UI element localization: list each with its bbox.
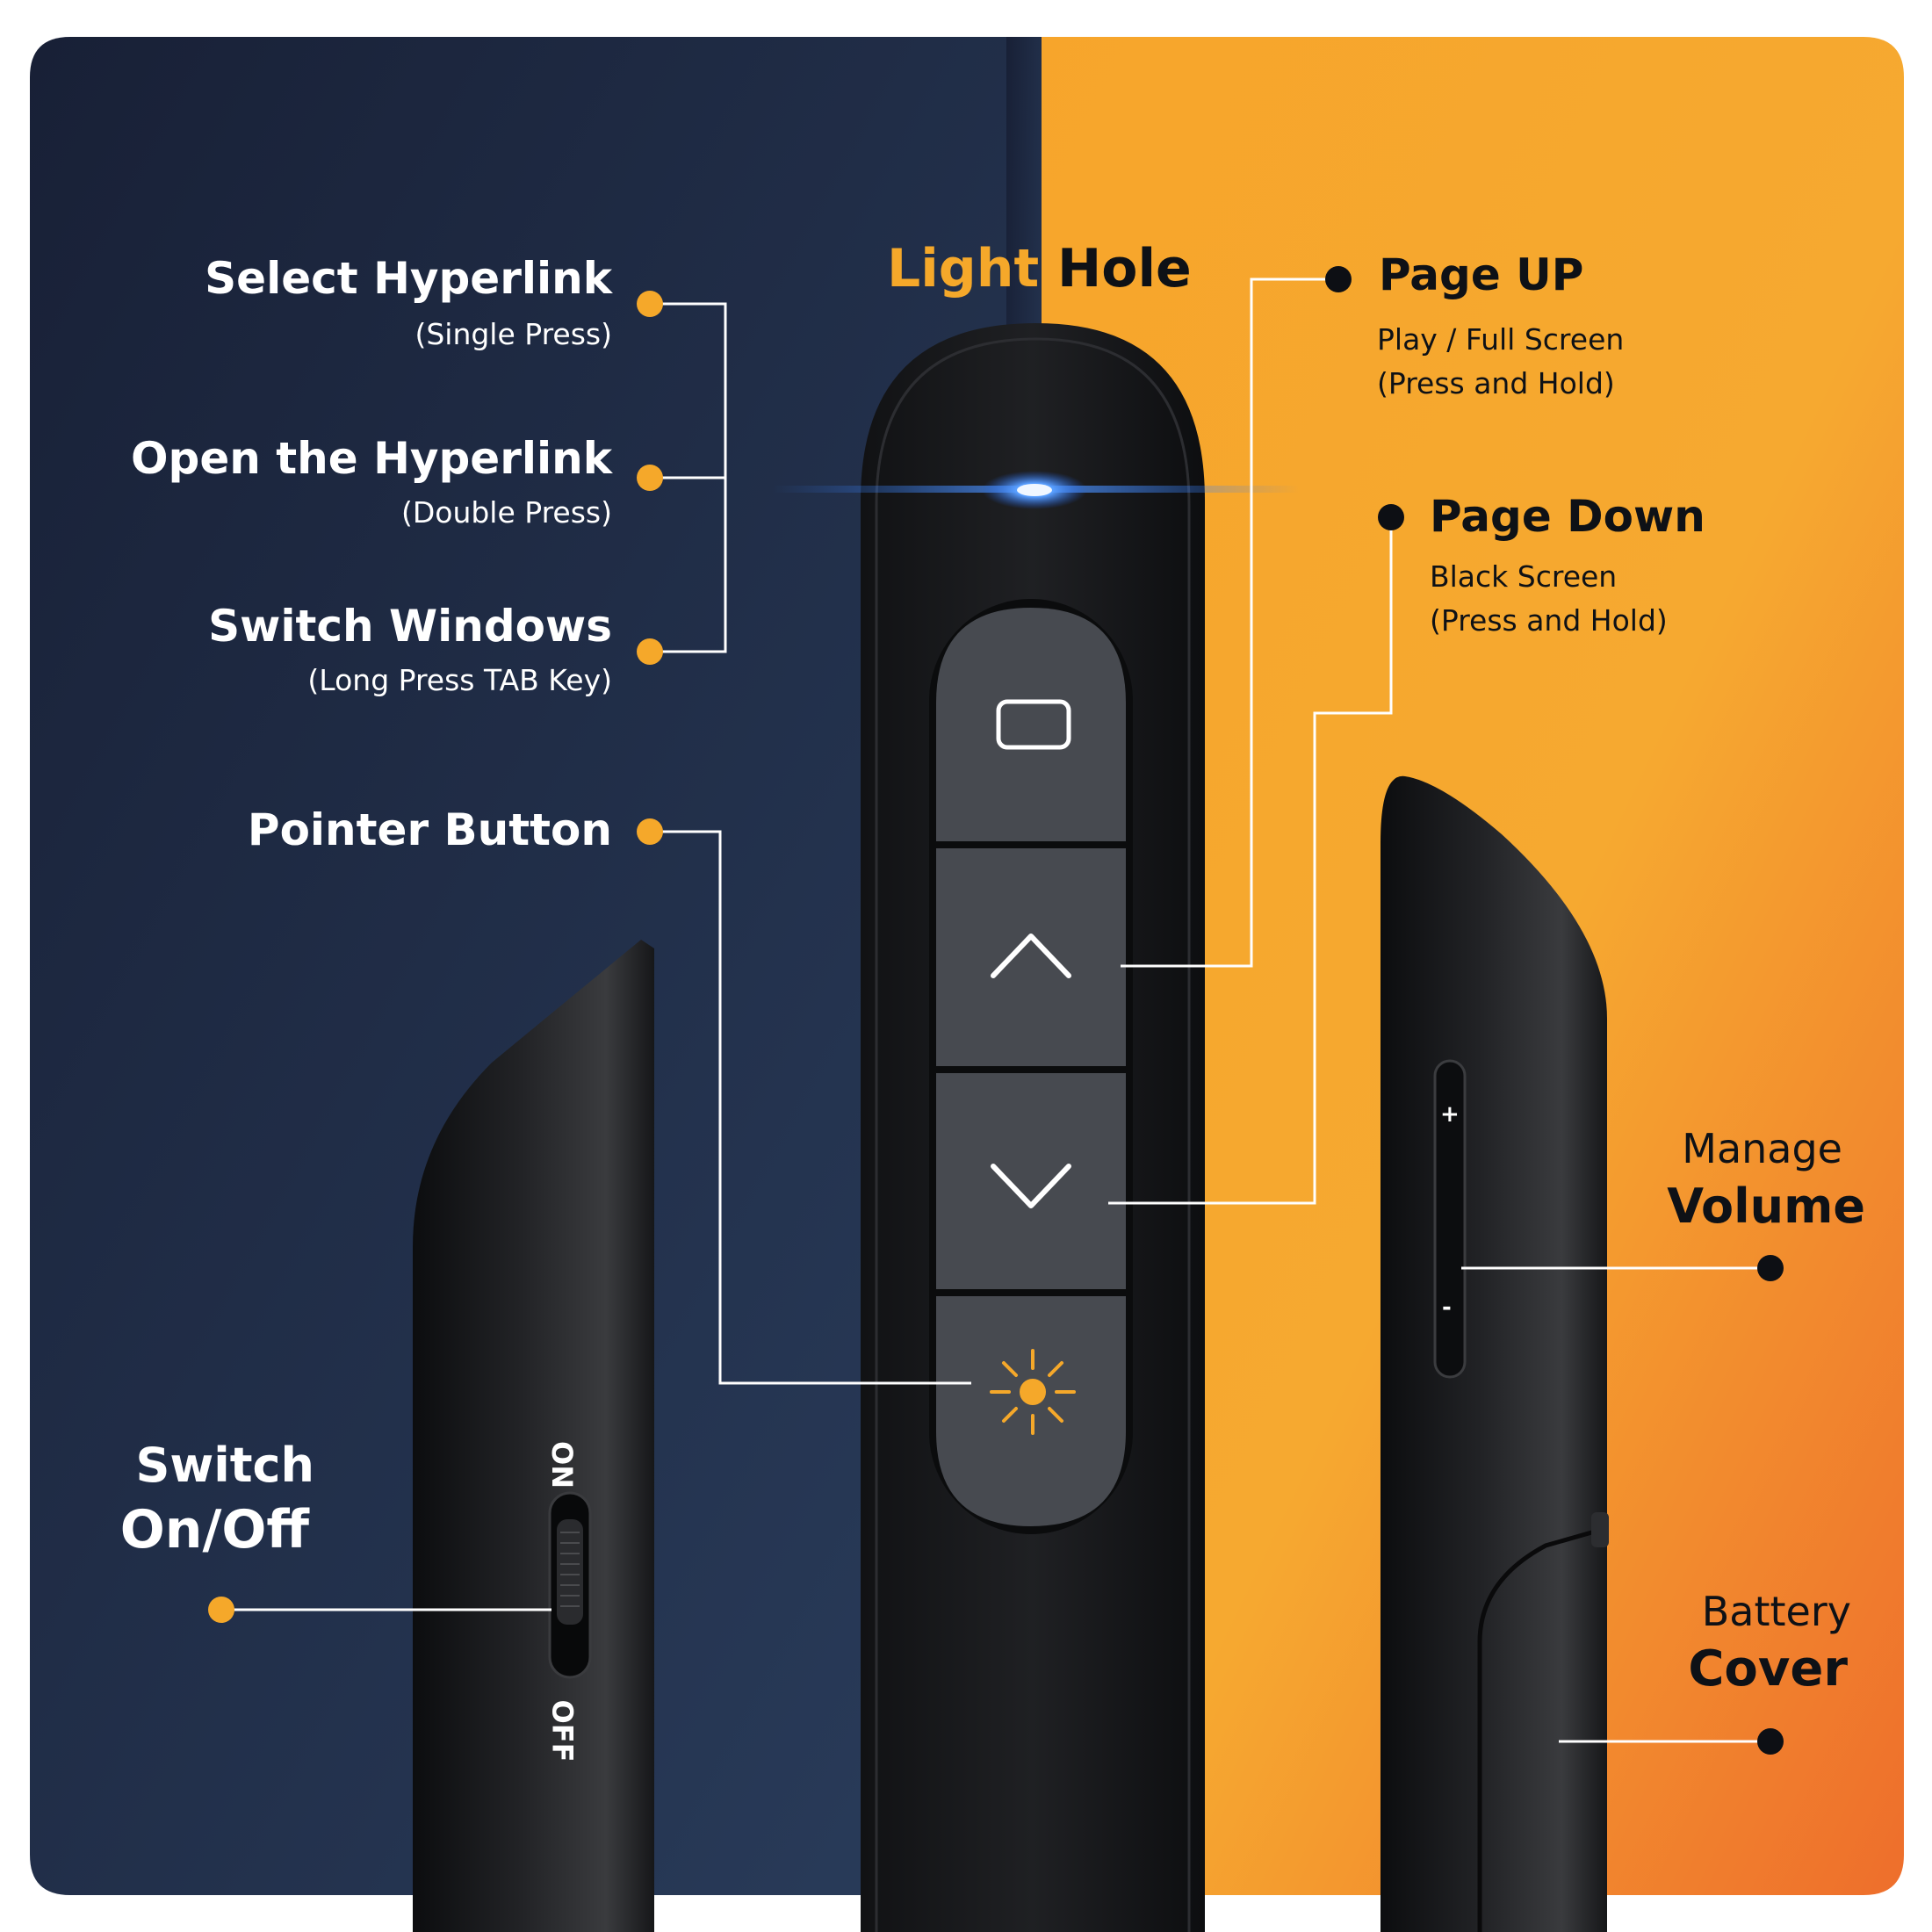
switch-ridges [560, 1532, 580, 1607]
battery-cover-seam [1477, 1525, 1608, 1932]
screen-icon [996, 699, 1071, 750]
switch-off-text: OFF [545, 1699, 580, 1763]
open-hyperlink-sub: (Double Press) [400, 495, 612, 530]
switch-device-body [413, 940, 654, 1932]
switch-label-line1: Switch [135, 1438, 314, 1493]
left-dots [208, 291, 663, 1623]
right-dots [1325, 266, 1784, 1755]
pointer-button-label: Pointer Button [247, 804, 612, 855]
chevron-up-icon [991, 934, 1071, 978]
volume-plus-text: + [1440, 1101, 1460, 1128]
volume-label-line1: Manage [1682, 1125, 1842, 1172]
page-down-sub2: (Press and Hold) [1430, 603, 1668, 638]
switch-windows-label: Switch Windows [208, 601, 612, 652]
title-hole: Hole [1057, 238, 1192, 299]
battery-label-line2: Cover [1688, 1640, 1848, 1698]
battery-dot [1757, 1728, 1784, 1755]
page-up-sub1: Play / Full Screen [1377, 322, 1625, 357]
pointer-button-dot [637, 818, 663, 845]
page-up-label: Page UP [1379, 249, 1584, 300]
navy-panel [30, 37, 1042, 1895]
select-hyperlink-label: Select Hyperlink [205, 253, 612, 304]
switch-knob [557, 1519, 583, 1625]
switch-on-text: ON [544, 1441, 579, 1489]
volume-device-body [1381, 775, 1607, 1932]
title-light: Light [887, 238, 1040, 299]
switch-label-line2: On/Off [119, 1499, 309, 1561]
right-connectors [1108, 278, 1770, 1743]
pointer-button[interactable] [936, 1296, 1126, 1526]
page-down-label: Page Down [1430, 491, 1705, 542]
volume-dot [1757, 1255, 1784, 1281]
open-hyperlink-dot [637, 465, 663, 491]
page-down-dot [1378, 504, 1404, 530]
chevron-down-icon [991, 1164, 1071, 1208]
volume-minus-text: - [1442, 1294, 1452, 1321]
volume-rocker [1433, 1059, 1467, 1379]
screen-button[interactable] [936, 608, 1126, 841]
volume-label-line2: Volume [1667, 1179, 1865, 1234]
select-hyperlink-dot [637, 291, 663, 317]
battery-label-line1: Battery [1701, 1588, 1851, 1635]
open-hyperlink-label: Open the Hyperlink [131, 433, 612, 484]
page-up-button[interactable] [936, 848, 1126, 1066]
page-up-dot [1325, 266, 1352, 292]
left-connectors [227, 302, 971, 1611]
switch-windows-dot [637, 638, 663, 665]
main-device-edge [875, 337, 1191, 1932]
battery-cover-latch [1591, 1512, 1609, 1547]
sun-icon [990, 1349, 1076, 1435]
switch-dot [208, 1597, 234, 1623]
page-down-sub1: Black Screen [1430, 559, 1618, 594]
switch-windows-sub: (Long Press TAB Key) [307, 663, 612, 697]
light-hole-core [1017, 484, 1052, 496]
select-hyperlink-sub: (Single Press) [415, 317, 612, 351]
light-hole-title: Light Hole [887, 242, 1192, 295]
page-up-sub2: (Press and Hold) [1377, 366, 1615, 400]
page-down-button[interactable] [936, 1073, 1126, 1289]
